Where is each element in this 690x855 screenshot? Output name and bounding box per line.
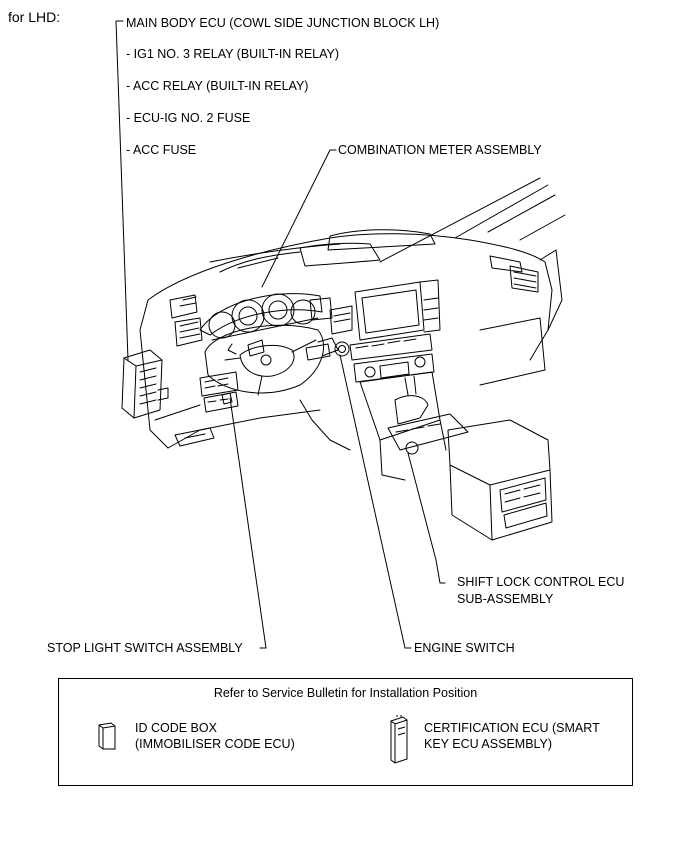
- label-shift-lock-line2: SUB-ASSEMBLY: [457, 592, 554, 606]
- leader-lines: [115, 20, 446, 649]
- service-bulletin-box: Refer to Service Bulletin for Installati…: [58, 678, 633, 786]
- left-lower-controls: [174, 371, 239, 447]
- label-stop-light-switch: STOP LIGHT SWITCH ASSEMBLY: [47, 641, 243, 655]
- heading-lhd: for LHD:: [8, 9, 61, 25]
- lower-console: [299, 371, 469, 481]
- label-acc-fuse: - ACC FUSE: [126, 143, 197, 157]
- service-bulletin-title: Refer to Service Bulletin for Installati…: [213, 686, 478, 700]
- windshield-lines: [379, 177, 566, 263]
- dashboard-outline: [139, 229, 553, 449]
- main-body-ecu-box: [121, 349, 169, 419]
- right-panel: [479, 249, 563, 386]
- label-main-body-ecu: MAIN BODY ECU (COWL SIDE JUNCTION BLOCK …: [126, 16, 440, 30]
- certification-ecu-label-line1: CERTIFICATION ECU (SMART: [424, 721, 600, 735]
- cluster: [199, 293, 323, 341]
- id-code-box-icon: [98, 722, 116, 750]
- left-vents: [169, 294, 203, 347]
- rear-console: [447, 419, 553, 541]
- label-engine-switch: ENGINE SWITCH: [414, 641, 515, 655]
- label-ecu-ig-fuse: - ECU-IG NO. 2 FUSE: [126, 111, 251, 125]
- label-ig1-relay: - IG1 NO. 3 RELAY (BUILT-IN RELAY): [126, 47, 340, 61]
- label-acc-relay: - ACC RELAY (BUILT-IN RELAY): [126, 79, 309, 93]
- label-shift-lock-line1: SHIFT LOCK CONTROL ECU: [457, 575, 625, 589]
- id-code-box-label-line1: ID CODE BOX: [135, 721, 217, 735]
- id-code-box-label-line2: (IMMOBILISER CODE ECU): [135, 737, 295, 751]
- center-stack: [305, 279, 441, 383]
- label-combination-meter: COMBINATION METER ASSEMBLY: [338, 143, 542, 157]
- certification-ecu-label-line2: KEY ECU ASSEMBLY): [424, 737, 553, 751]
- certification-ecu-icon: [390, 715, 408, 764]
